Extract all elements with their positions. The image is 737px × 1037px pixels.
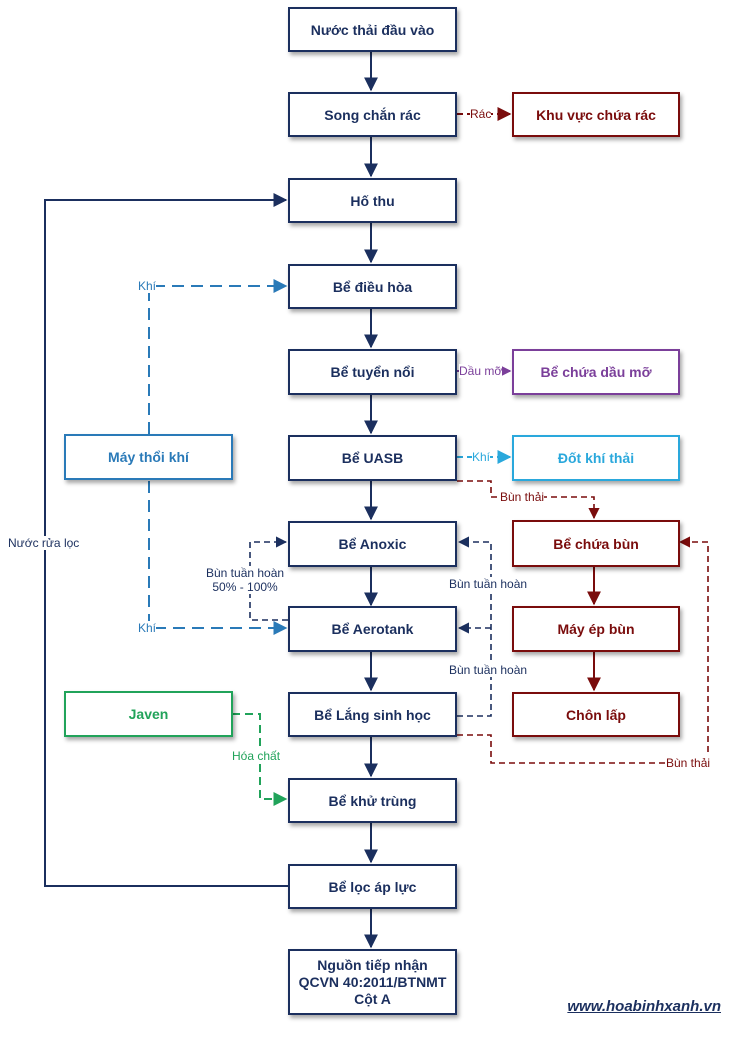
backwash-label: Nước rửa lọc xyxy=(8,536,80,550)
node-label: Bể chứa dầu mỡ xyxy=(540,364,652,380)
recirc-label-aerotank: Bùn tuần hoàn xyxy=(449,663,528,677)
recirc-internal-label-line1: Bùn tuần hoàn xyxy=(206,566,285,580)
backwash-line xyxy=(44,193,288,887)
recirc-line-anoxic xyxy=(457,536,492,717)
node-label: Hố thu xyxy=(350,192,395,209)
watermark-link[interactable]: www.hoabinhxanh.vn xyxy=(567,998,721,1015)
blower-box: Máy thổi khí xyxy=(64,434,233,480)
input-wastewater-box: Nước thải đầu vào xyxy=(288,7,457,52)
oil-label: Dầu mỡ xyxy=(459,364,503,378)
landfill-box: Chôn lấp xyxy=(512,692,680,737)
node-label: Máy thổi khí xyxy=(108,449,189,465)
trash-label: Rác xyxy=(470,107,492,121)
receiver-box: Nguồn tiếp nhận QCVN 40:2011/BTNMT Cột A xyxy=(288,949,457,1015)
node-label: Đốt khí thải xyxy=(557,450,635,466)
javen-box: Javen xyxy=(64,691,233,737)
gas-label: Khí xyxy=(472,450,491,464)
node-label: Chôn lấp xyxy=(566,706,626,723)
flotation-tank-box: Bể tuyển nổi xyxy=(288,349,457,395)
disinfection-tank-box: Bể khử trùng xyxy=(288,778,457,823)
receiver-standard: QCVN 40:2011/BTNMT xyxy=(298,973,447,990)
sludge-line-clarifier xyxy=(457,536,709,764)
air-label-top: Khí xyxy=(138,279,157,293)
node-label: Khu vực chứa rác xyxy=(536,106,656,123)
receiver-line: Nguồn tiếp nhận xyxy=(317,956,428,973)
equalization-tank-box: Bể điều hòa xyxy=(288,264,457,309)
anoxic-tank-box: Bể Anoxic xyxy=(288,521,457,567)
sludge-tank-box: Bể chứa bùn xyxy=(512,520,680,567)
air-label-bottom: Khí xyxy=(138,621,157,635)
recirc-internal-label: Bùn tuần hoàn 50% - 100% xyxy=(206,566,285,594)
trash-area-box: Khu vực chứa rác xyxy=(512,92,680,137)
chemical-label: Hóa chất xyxy=(232,749,281,763)
node-label: Song chắn rác xyxy=(324,106,421,123)
node-label: Bể UASB xyxy=(341,450,404,466)
recirc-internal-label-line2: 50% - 100% xyxy=(206,580,285,594)
sludge-waste-label-bottom: Bùn thải xyxy=(666,756,711,770)
pressure-filter-box: Bể lọc áp lực xyxy=(288,864,457,909)
node-label: Nước thải đầu vào xyxy=(310,21,435,38)
node-label: Bể tuyển nổi xyxy=(330,364,415,380)
node-label: Bể chứa bùn xyxy=(553,535,639,552)
node-label: Bể điều hòa xyxy=(332,278,413,295)
gas-burn-box: Đốt khí thải xyxy=(512,435,680,481)
receiver-column: Cột A xyxy=(354,990,391,1007)
uasb-tank-box: Bể UASB xyxy=(288,435,457,481)
recirc-label-anoxic: Bùn tuần hoàn xyxy=(449,577,528,591)
aerotank-box: Bể Aerotank xyxy=(288,606,457,652)
node-label: Javen xyxy=(128,706,169,722)
node-label: Bể Lắng sinh học xyxy=(314,706,431,723)
node-label: Bể Anoxic xyxy=(338,536,407,552)
clarifier-box: Bể Lắng sinh học xyxy=(288,692,457,737)
sludge-waste-label-top: Bùn thải xyxy=(500,490,545,504)
node-label: Máy ép bùn xyxy=(557,621,635,637)
screen-box: Song chắn rác xyxy=(288,92,457,137)
air-line-top xyxy=(148,279,288,434)
node-label: Bể Aerotank xyxy=(331,621,414,637)
recirc-internal-line xyxy=(249,536,288,621)
oil-tank-box: Bể chứa dầu mỡ xyxy=(512,349,680,395)
node-label: Bể lọc áp lực xyxy=(328,878,417,895)
filter-press-box: Máy ép bùn xyxy=(512,606,680,652)
air-line-bottom xyxy=(148,481,288,635)
sludge-line-uasb xyxy=(457,480,600,520)
node-label: Bể khử trùng xyxy=(328,792,417,809)
collection-pit-box: Hố thu xyxy=(288,178,457,223)
